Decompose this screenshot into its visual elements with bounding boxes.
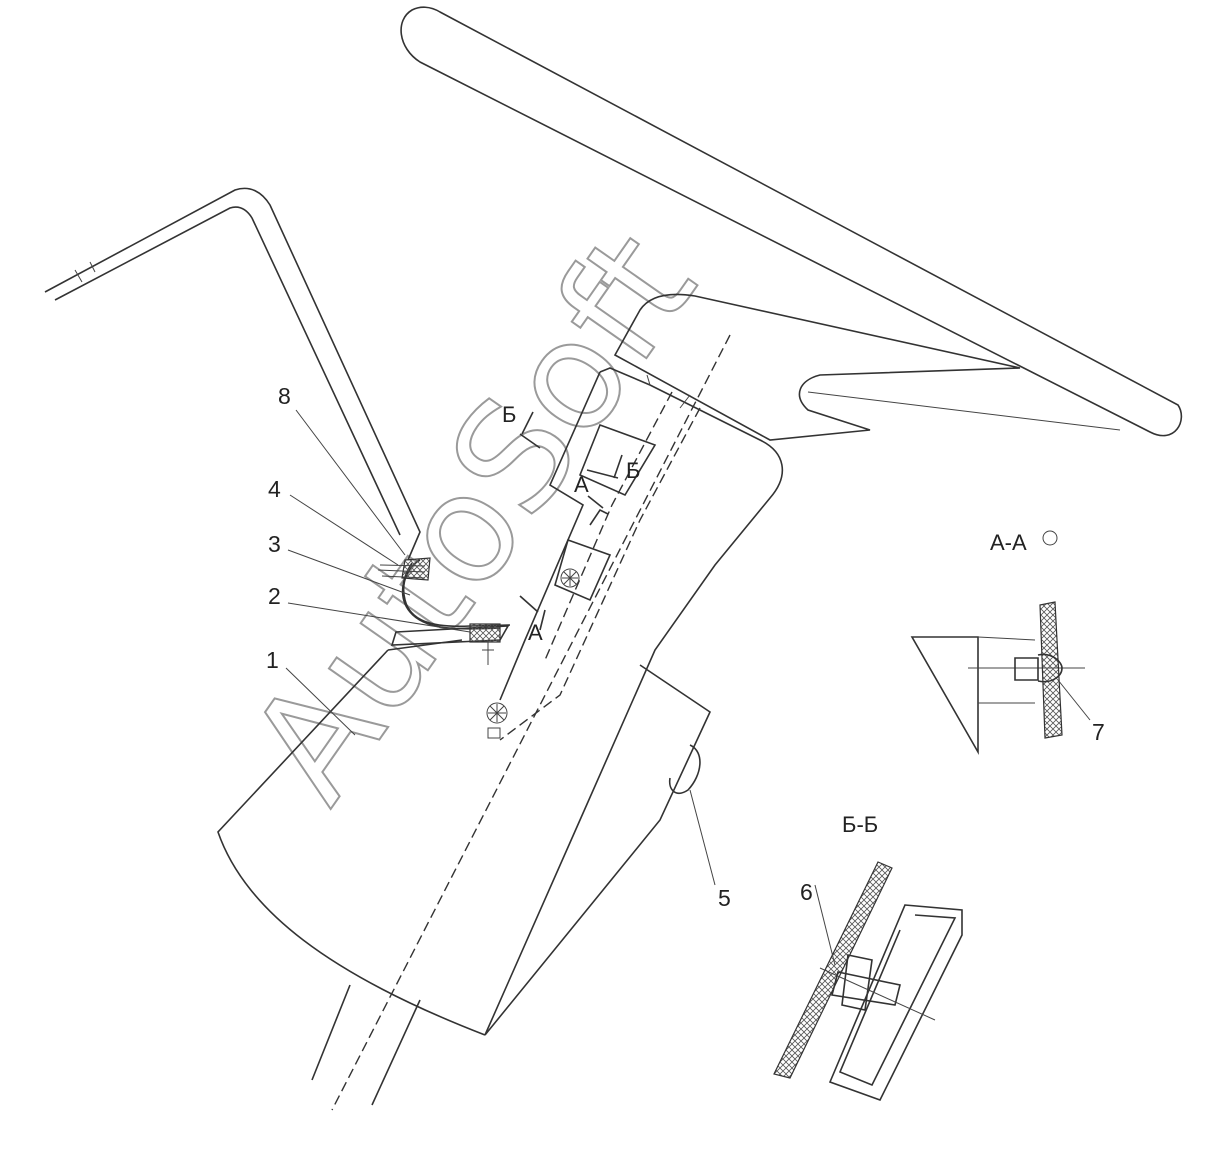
callout-6: 6 bbox=[800, 879, 813, 905]
dash-panel bbox=[44, 187, 421, 561]
internal-mechanism bbox=[486, 391, 701, 741]
section-mark-b-upper: Б bbox=[502, 402, 516, 427]
column-shaft bbox=[311, 334, 731, 1111]
section-mark-a-upper: А bbox=[574, 472, 589, 497]
column-shroud bbox=[484, 367, 784, 1036]
wheel-hub bbox=[613, 293, 1121, 441]
steering-wheel bbox=[400, 6, 1183, 437]
section-aa-title: А-А bbox=[990, 530, 1027, 555]
callout-8: 8 bbox=[278, 383, 291, 409]
section-aa-view: А-А 7 bbox=[910, 530, 1105, 756]
callout-5: 5 bbox=[718, 885, 731, 911]
watermark: AutoSoft bbox=[216, 202, 730, 832]
leader-lines bbox=[285, 409, 716, 886]
callout-4: 4 bbox=[268, 476, 281, 502]
section-bb-view: Б-Б 6 bbox=[773, 812, 963, 1101]
section-bb-title: Б-Б bbox=[842, 812, 878, 837]
lower-housing bbox=[217, 639, 712, 1036]
callout-1: 1 bbox=[266, 647, 279, 673]
callouts: 1 2 3 4 5 8 bbox=[266, 383, 731, 911]
watermark-text: AutoSoft bbox=[217, 203, 729, 831]
callout-7: 7 bbox=[1092, 719, 1105, 745]
callout-3: 3 bbox=[268, 531, 281, 557]
callout-2: 2 bbox=[268, 583, 281, 609]
section-mark-b-lower: Б bbox=[626, 458, 640, 483]
cover-assembly bbox=[377, 557, 511, 665]
section-marks: Б Б А А bbox=[502, 402, 640, 645]
section-mark-a-lower: А bbox=[528, 620, 543, 645]
